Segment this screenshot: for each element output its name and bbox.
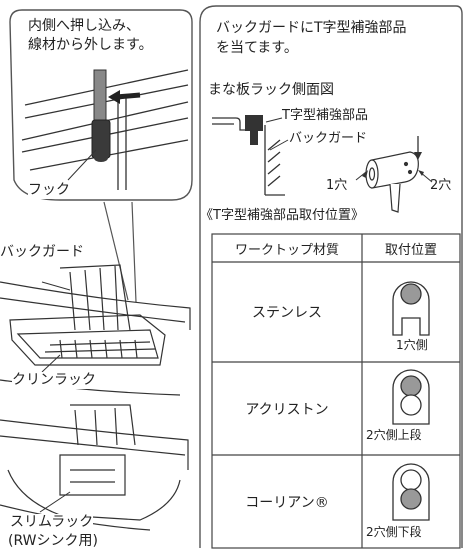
row2-position: 2穴側上段	[366, 428, 422, 442]
backguard-label-left: バックガード	[0, 244, 84, 261]
mount-2hole-lower-icon	[392, 463, 430, 521]
callout-bubble	[9, 9, 193, 201]
hole1-label: 1穴	[326, 178, 348, 193]
table-header-material: ワークトップ材質	[234, 242, 339, 258]
mount-2hole-upper-icon	[392, 369, 430, 425]
position-heading: 《T字型補強部品取付位置》	[200, 208, 364, 223]
hole2-label: 2穴	[430, 178, 452, 193]
clinrack-drawing	[0, 264, 191, 396]
clinrack-label: クリンラック	[12, 372, 96, 389]
row3-position: 2穴側下段	[366, 525, 422, 539]
callout-line-1: 内側へ押し込み、	[28, 18, 140, 34]
side-view-title: まな板ラック側面図	[208, 82, 334, 98]
intro-line-2: を当てます。	[216, 40, 298, 56]
push-arrow-icon	[108, 90, 120, 104]
t-part-icon	[245, 115, 263, 131]
slimrack-label: スリムラック	[10, 514, 94, 531]
rack-illustrations	[0, 9, 193, 531]
table-header-position: 取付位置	[384, 242, 437, 258]
slimrack-sublabel: (RWシンク用)	[8, 533, 98, 550]
row1-material: ステンレス	[252, 305, 322, 321]
mount-1hole-icon	[392, 281, 430, 336]
row1-position: 1穴側	[396, 338, 428, 352]
side-view-diagram	[212, 117, 285, 196]
intro-line-1: バックガードにT字型補強部品	[216, 20, 407, 36]
right-panel-frame	[199, 5, 463, 548]
t-part-3d-icon	[365, 151, 419, 213]
position-table-grid	[211, 233, 461, 549]
t-part-label: T字型補強部品	[282, 108, 368, 123]
row2-material: アクリストン	[245, 401, 329, 418]
callout-line-2: 線材から外します。	[28, 37, 153, 53]
row3-material: コーリアン®	[245, 494, 329, 511]
hook-label: フック	[28, 182, 70, 199]
backguard-label-right: バックガード	[289, 131, 368, 146]
